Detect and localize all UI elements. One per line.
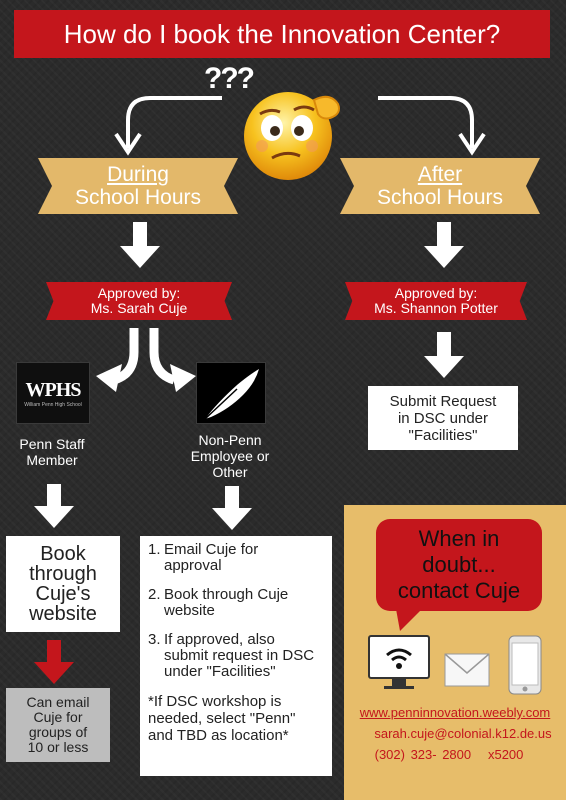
after-label: After — [417, 163, 463, 186]
wphs-logo-subtext: William Penn High School — [24, 401, 82, 408]
down-arrow-icon — [34, 484, 74, 528]
ten-or-less-line: 10 or less — [27, 739, 89, 755]
website-line: website — [29, 603, 97, 625]
contact-cuje-line: contact Cuje — [397, 578, 521, 603]
after-school-hours-banner: After School Hours — [340, 158, 540, 214]
doubt-line: doubt... — [422, 552, 496, 577]
groups-of-line: groups of — [28, 724, 88, 740]
monitor-wifi-icon — [368, 635, 430, 689]
speech-bubble-tail — [396, 609, 422, 631]
facilities-line: "Facilities" — [408, 426, 478, 444]
penn-staff-label: Penn Staff Member — [0, 436, 104, 468]
wphs-logo-text: WPHS — [25, 378, 82, 401]
submit-request-box: Submit Request in DSC under "Facilities" — [368, 386, 518, 450]
approved-by-label: Approved by: — [97, 285, 181, 301]
website-link[interactable]: www.penninnovation.weebly.com — [359, 705, 551, 720]
email-groups-box: Can email Cuje for groups of 10 or less — [6, 688, 110, 762]
phone-number: (302) 323- 2800 x5200 — [338, 747, 560, 762]
employee-line: Employee or — [190, 448, 270, 464]
contact-panel: When in doubt... contact Cuje www.pennin… — [344, 505, 566, 800]
non-penn-line: Non-Penn — [198, 432, 262, 448]
during-school-hours-banner: During School Hours — [38, 158, 238, 214]
book-website-box: Book through Cuje's website — [6, 536, 120, 632]
cujes-line: Cuje's — [35, 583, 91, 605]
school-hours-label: School Hours — [376, 186, 504, 209]
page-title: How do I book the Innovation Center? — [14, 10, 550, 58]
when-in-doubt-bubble: When in doubt... contact Cuje — [376, 519, 542, 611]
question-marks: ??? — [204, 62, 255, 95]
phone-main: (302) 323- 2800 — [374, 747, 472, 762]
down-arrow-icon — [424, 222, 464, 268]
down-arrow-icon — [120, 222, 160, 268]
wphs-logo: WPHS William Penn High School — [16, 362, 90, 424]
book-line: Book — [40, 543, 86, 565]
email-address[interactable]: sarah.cuje@colonial.k12.de.us — [374, 726, 552, 741]
school-hours-label: School Hours — [74, 186, 202, 209]
thinking-emoji-icon — [244, 92, 340, 180]
approved-by-cuje-banner: Approved by: Ms. Sarah Cuje — [46, 282, 232, 320]
curved-arrow-left-icon — [114, 96, 222, 156]
split-arrow-icon — [96, 328, 196, 392]
cuje-for-line: Cuje for — [33, 709, 83, 725]
non-penn-label: Non-Penn Employee or Other — [176, 432, 284, 480]
approver-name: Ms. Sarah Cuje — [90, 300, 188, 316]
submit-line: Submit Request — [389, 392, 497, 410]
phone-extension: x5200 — [487, 747, 524, 762]
envelope-icon — [444, 653, 490, 687]
feather-quill-icon — [196, 362, 266, 424]
dsc-line: in DSC under — [397, 409, 489, 427]
through-line: through — [29, 563, 97, 585]
smartphone-icon — [508, 635, 542, 695]
dsc-workshop-note: *If DSC workshop is needed, select "Penn… — [148, 693, 296, 744]
approved-by-label: Approved by: — [394, 285, 478, 301]
penn-staff-line: Penn Staff — [19, 436, 85, 452]
page-title-text: How do I book the Innovation Center? — [63, 18, 501, 49]
curved-arrow-right-icon — [378, 96, 486, 156]
other-line: Other — [212, 464, 248, 480]
down-arrow-icon — [212, 486, 252, 530]
down-arrow-icon — [424, 332, 464, 378]
can-email-line: Can email — [26, 694, 90, 710]
approver-name: Ms. Shannon Potter — [374, 300, 498, 316]
approved-by-potter-banner: Approved by: Ms. Shannon Potter — [345, 282, 527, 320]
when-in-line: When in — [418, 526, 500, 551]
member-line: Member — [26, 452, 78, 468]
during-label: During — [107, 163, 169, 186]
red-down-arrow-icon — [34, 640, 74, 684]
